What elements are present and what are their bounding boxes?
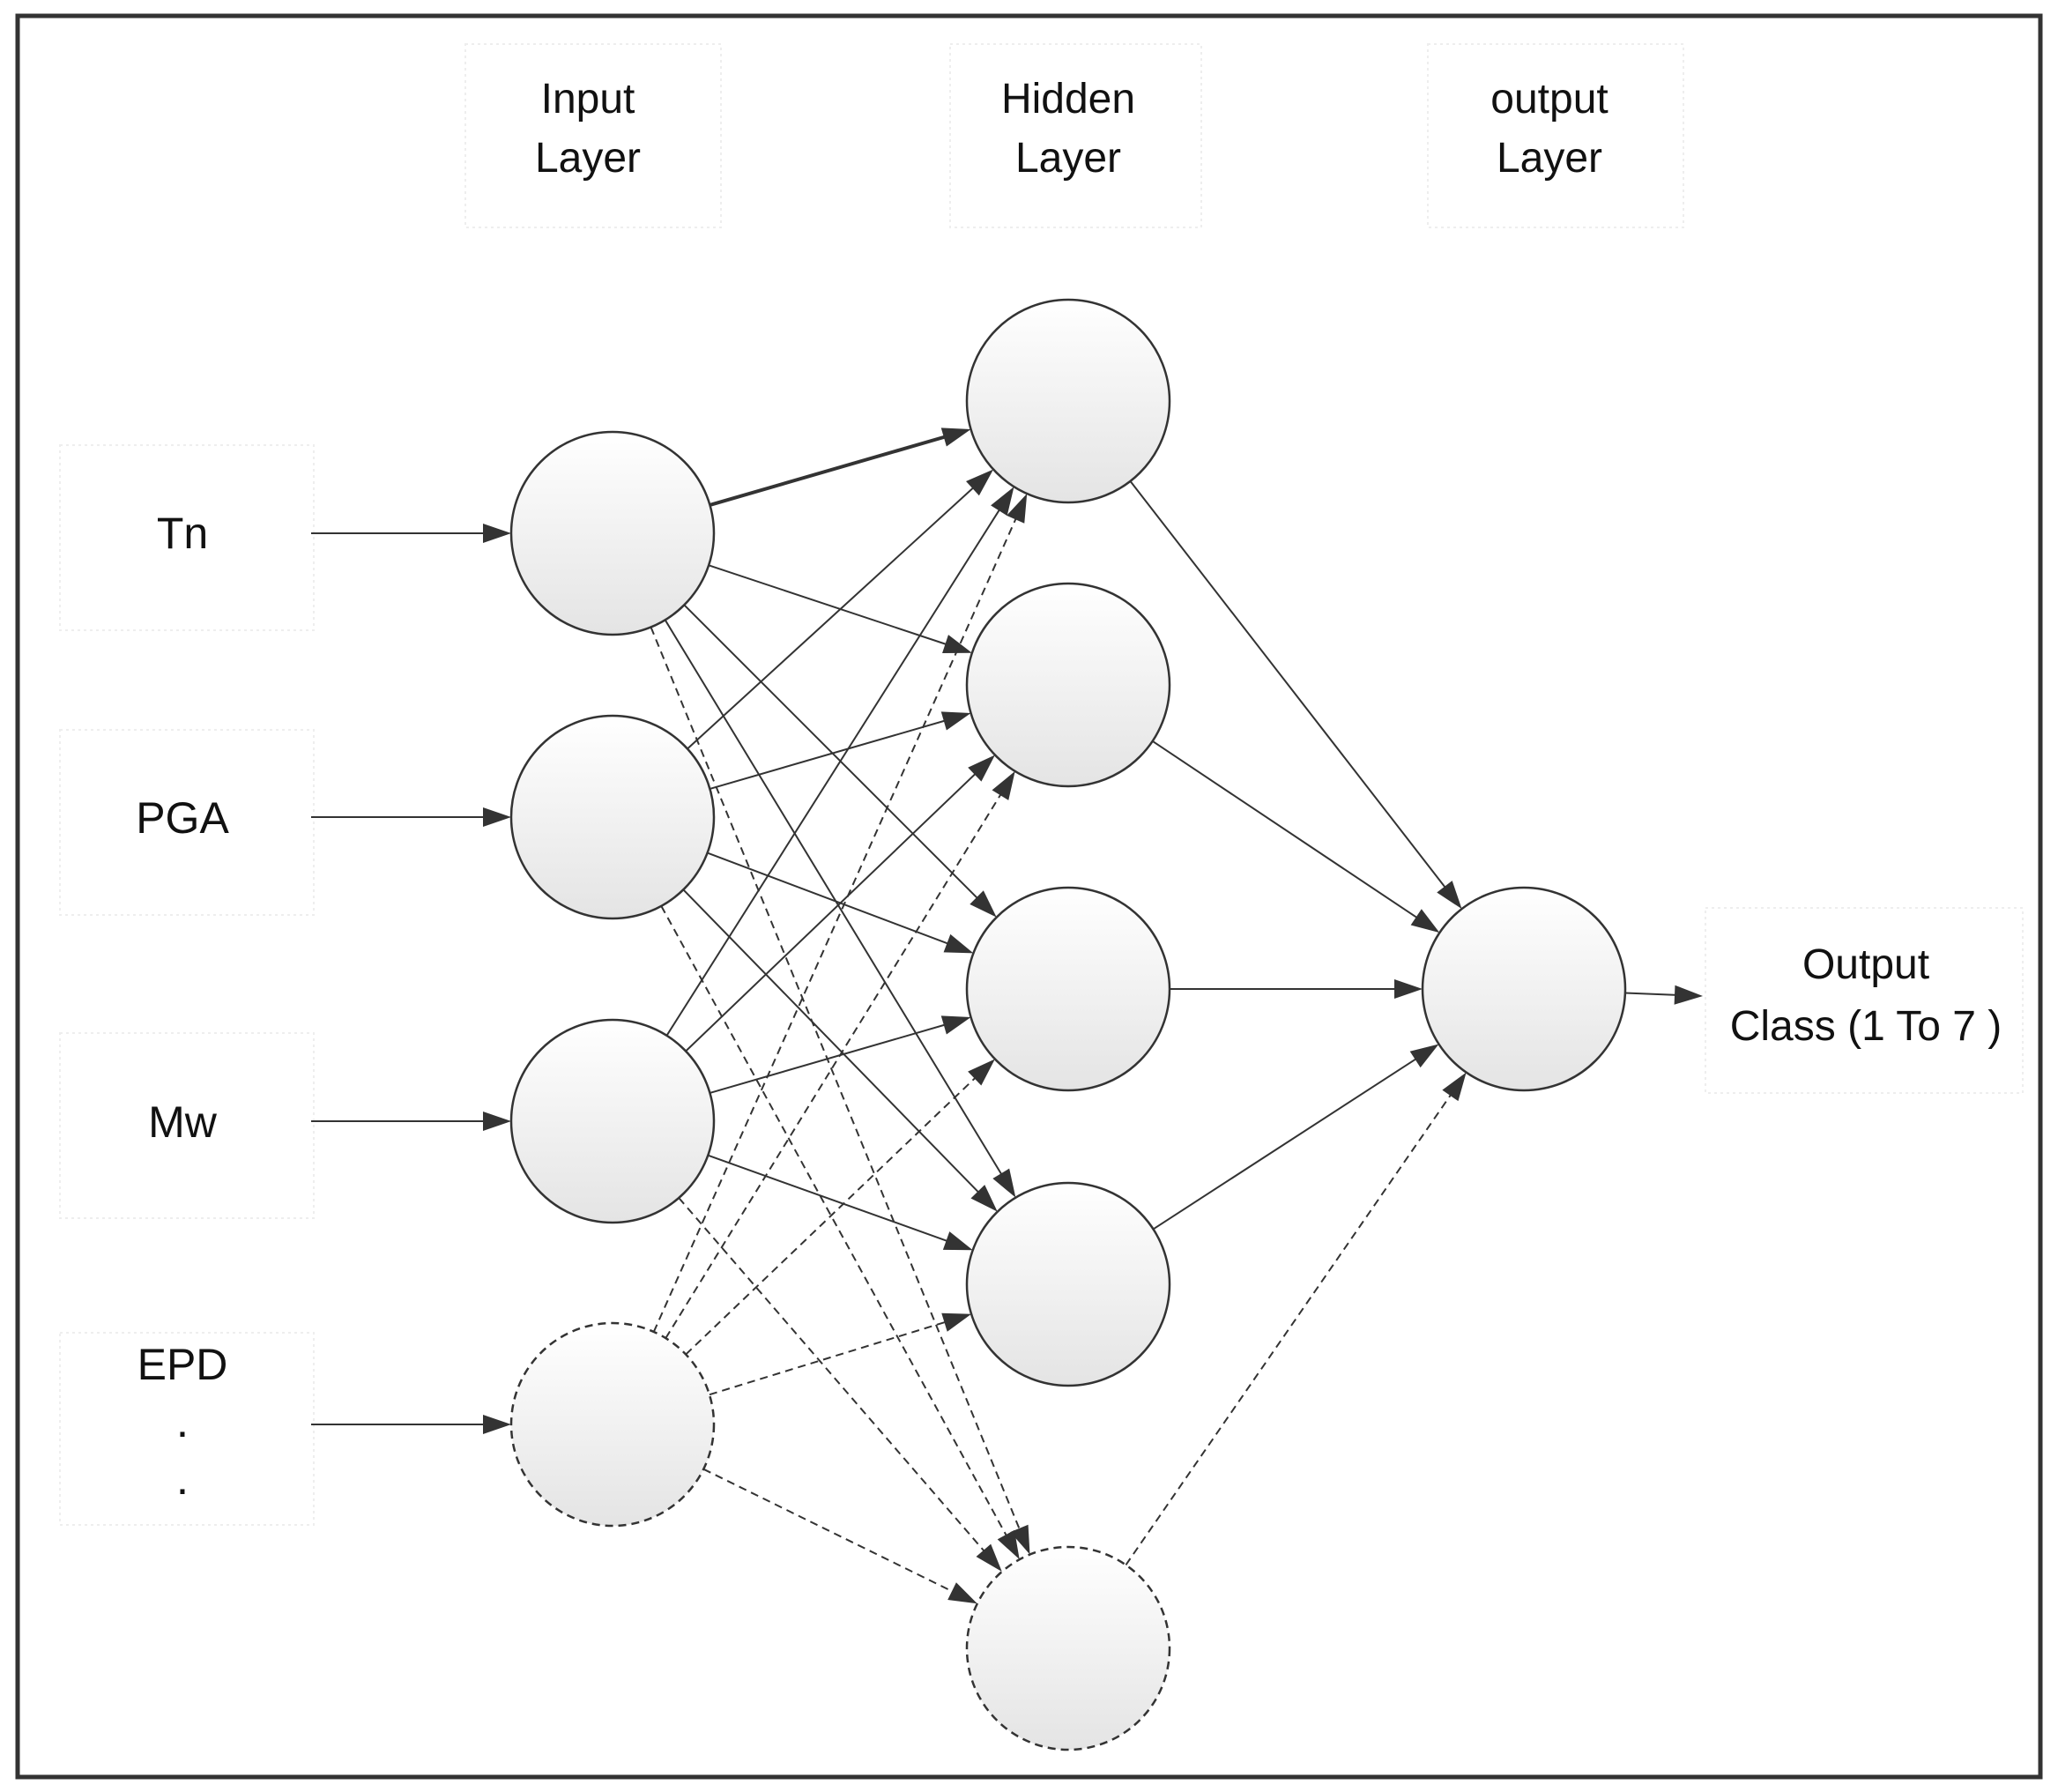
continuation-dot-1: .: [176, 1396, 189, 1447]
edge-in1-hid2: [708, 564, 956, 649]
edge-in4-hid3: [685, 1070, 984, 1356]
input-node-2: [509, 714, 716, 920]
output-layer-title-line2: Layer: [1497, 135, 1602, 182]
nodes: [509, 298, 1627, 1751]
edge-hid5-out: [1125, 1086, 1458, 1565]
edge-hid3-out-head: [1394, 979, 1423, 999]
edge-in2-hid4-head: [970, 1185, 998, 1212]
input-arrow-2-head: [483, 807, 511, 827]
output-label-line1: Output: [1802, 941, 1929, 988]
edge-in4-hid1: [652, 509, 1021, 1333]
edge-in1-hid3-head: [970, 890, 997, 918]
label-boxes: [59, 43, 2024, 1526]
edge-in4-hid4: [709, 1318, 955, 1396]
edge-hid4-out-head: [1409, 1044, 1439, 1068]
edge-in3-hid5-head: [976, 1543, 1002, 1573]
output-layer-title-line1: output: [1490, 76, 1608, 123]
edge-in3-hid2: [685, 766, 984, 1052]
edge-hid2-out-head: [1410, 909, 1440, 933]
hidden-node-3: [965, 886, 1171, 1092]
edge-in1-hid1: [709, 432, 955, 507]
edge-in3-hid5: [678, 1197, 992, 1559]
edge-hid1-out-head: [1437, 881, 1462, 910]
diagram-frame: [15, 13, 2043, 1780]
input-arrow-3-head: [483, 1112, 511, 1131]
edge-in2-hid4: [682, 889, 986, 1201]
edge-in4-hid2-head: [992, 770, 1015, 800]
edge-in4-hid2: [665, 785, 1007, 1339]
edge-hid1-out: [1129, 480, 1452, 896]
edge-in4-hid3-head: [968, 1059, 995, 1086]
edge-hid2-out: [1152, 740, 1426, 924]
output-label-line2: Class (1 To 7 ): [1730, 1003, 2002, 1050]
output-arrow-head: [1674, 985, 1703, 1005]
input-label-mw: Mw: [148, 1097, 218, 1147]
hidden-layer-title-line2: Layer: [1015, 135, 1121, 182]
edge-in2-hid2: [710, 717, 955, 790]
hidden-layer-title-line1: Hidden: [1001, 76, 1135, 123]
connections: [311, 428, 1703, 1604]
edge-in4-hid5: [702, 1468, 962, 1597]
edge-in4-hid5-head: [947, 1582, 977, 1604]
input-node-1: [509, 430, 716, 636]
edge-in2-hid2-head: [940, 711, 971, 731]
input-label-pga: PGA: [136, 793, 229, 843]
edge-hid4-out: [1152, 1052, 1425, 1231]
edge-in2-hid1: [687, 480, 981, 750]
hidden-node-5: [965, 1545, 1171, 1751]
edge-in1-hid1-head: [940, 428, 971, 447]
hidden-node-2: [965, 582, 1171, 788]
edge-in1-hid5: [650, 627, 1024, 1539]
edge-in2-hid3: [707, 851, 958, 948]
edge-in4-hid4-head: [941, 1312, 972, 1332]
edge-in3-hid4-head: [942, 1231, 973, 1251]
input-layer-title-line2: Layer: [535, 135, 641, 182]
output-node: [1421, 886, 1627, 1092]
input-node-4: [509, 1321, 716, 1528]
edge-in2-hid3-head: [943, 933, 974, 954]
hidden-node-1: [965, 298, 1171, 504]
edge-in1-hid2-head: [942, 635, 972, 654]
edge-in3-hid3: [710, 1021, 955, 1094]
edge-in2-hid1-head: [966, 469, 994, 496]
input-arrow-4-head: [483, 1415, 511, 1434]
hidden-node-4: [965, 1181, 1171, 1387]
input-node-3: [509, 1018, 716, 1224]
edge-in1-hid3: [683, 604, 985, 906]
input-layer-title-line1: Input: [541, 76, 635, 123]
edge-in3-hid1-head: [991, 487, 1014, 517]
continuation-dot-2: .: [176, 1454, 189, 1505]
edge-in2-hid5-head: [997, 1529, 1020, 1560]
input-label-epd: EPD: [137, 1340, 228, 1389]
edge-in3-hid4: [707, 1154, 957, 1245]
edge-in3-hid3-head: [940, 1015, 971, 1035]
edge-in1-hid4-head: [992, 1168, 1016, 1198]
edge-in3-hid1: [665, 501, 1006, 1037]
edge-hid5-out-head: [1442, 1072, 1467, 1102]
edge-in1-hid5-head: [1010, 1524, 1030, 1555]
edge-in4-hid1-head: [1007, 494, 1028, 524]
edge-in3-hid2-head: [968, 755, 995, 782]
edge-in2-hid5: [660, 905, 1012, 1545]
input-label-tn: Tn: [157, 509, 208, 558]
input-arrow-1-head: [483, 524, 511, 543]
